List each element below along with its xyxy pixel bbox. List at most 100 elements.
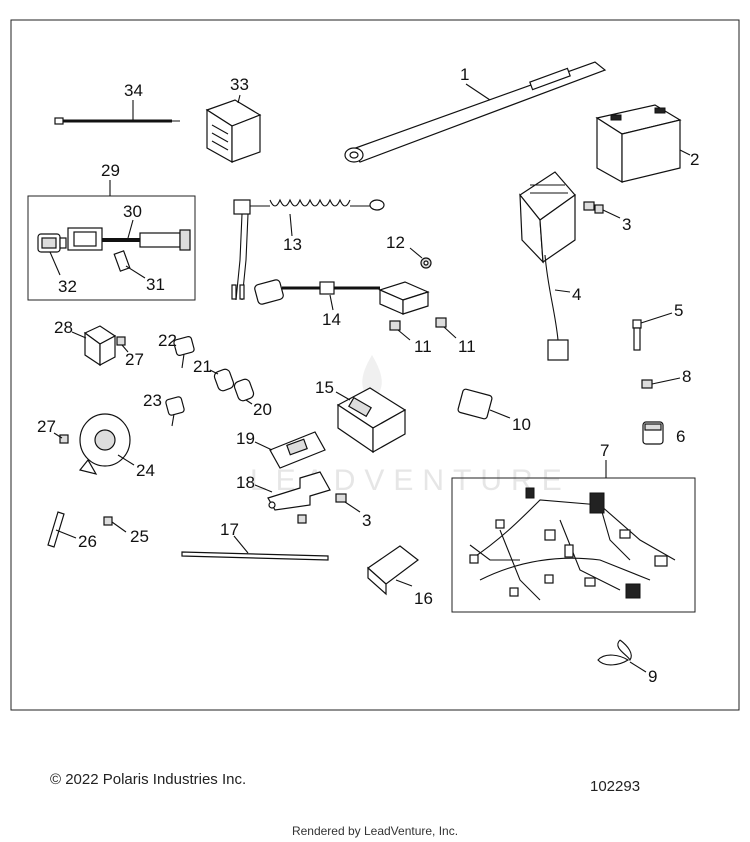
leader-18: [254, 484, 273, 493]
leader-13: [289, 213, 293, 237]
leader-31: [125, 265, 146, 279]
leader-19: [254, 441, 273, 451]
leader-15: [335, 391, 351, 401]
part-6-cap: [642, 421, 664, 445]
callout-5: 5: [674, 301, 683, 320]
leader-1: [465, 83, 491, 101]
callout-2: 2: [690, 150, 699, 169]
leader-20: [245, 399, 253, 405]
part-18-screw: [297, 514, 307, 524]
leader-32: [49, 251, 61, 276]
leader-5: [640, 312, 673, 324]
part-11-nut-a: [389, 320, 401, 331]
leader-2: [679, 149, 691, 156]
part-3-screw-a: [583, 201, 604, 214]
callout-17: 17: [220, 520, 239, 539]
part-4-regulator: [519, 171, 576, 361]
part-26-strip: [47, 511, 65, 548]
part-8-nut: [641, 379, 653, 389]
callout-33: 33: [230, 75, 249, 94]
group-29-box: [27, 195, 196, 301]
part-34-cable-tie: [54, 117, 180, 125]
callout-27b: 27: [37, 417, 56, 436]
callout-6: 6: [676, 427, 685, 446]
part-10-module: [457, 388, 493, 420]
callout-19: 19: [236, 429, 255, 448]
callout-21: 21: [193, 357, 212, 376]
part-3-screw-b: [335, 493, 347, 503]
group-7-box: [451, 477, 696, 613]
callout-1: 1: [460, 65, 469, 84]
leader-10: [489, 409, 511, 419]
leader-21: [209, 369, 219, 375]
document-number: 102293: [590, 778, 641, 795]
part-18-bracket: [267, 471, 331, 511]
part-25-screw: [103, 516, 113, 526]
leader-26: [55, 529, 77, 539]
callout-3b: 3: [362, 511, 371, 530]
leader-11a: [397, 329, 411, 341]
part-9-clip: [597, 639, 632, 666]
part-19-switch: [269, 431, 326, 469]
callout-32: 32: [58, 277, 77, 296]
callout-24: 24: [136, 461, 155, 480]
callout-25: 25: [130, 527, 149, 546]
callout-22: 22: [158, 331, 177, 350]
callout-23: 23: [143, 391, 162, 410]
part-7-wiring-harness: [469, 487, 676, 601]
callout-4: 4: [572, 285, 581, 304]
callout-29: 29: [101, 161, 120, 180]
part-13-tether: [231, 198, 385, 301]
leader-14: [329, 294, 334, 311]
part-16-boot: [367, 545, 419, 596]
part-24-horn: [78, 413, 131, 475]
callout-31: 31: [146, 275, 165, 294]
rendered-by-text: Rendered by LeadVenture, Inc.: [291, 824, 459, 838]
callout-20: 20: [253, 400, 272, 419]
leader-27a: [121, 344, 129, 353]
callout-13: 13: [283, 235, 302, 254]
callout-18: 18: [236, 473, 255, 492]
part-22-socket: [173, 336, 195, 369]
part-11-nut-b: [435, 317, 447, 328]
callout-14: 14: [322, 310, 341, 329]
leader-17: [233, 535, 249, 554]
leader-25: [111, 521, 127, 533]
leader-27b: [53, 432, 63, 439]
part-5-sensor: [632, 319, 642, 351]
callout-7: 7: [600, 441, 609, 460]
callout-27a: 27: [125, 350, 144, 369]
part-1-strap: [344, 61, 607, 163]
part-28-relay: [83, 325, 117, 367]
callout-11b: 11: [458, 337, 476, 356]
callout-15: 15: [315, 378, 334, 397]
part-27-screw-a: [116, 336, 126, 346]
callout-30: 30: [123, 202, 142, 221]
callout-11a: 11: [414, 337, 432, 356]
part-17-rod: [181, 551, 329, 561]
part-23-socket: [165, 396, 185, 427]
leader-24: [117, 454, 135, 466]
copyright-text: © 2022 Polaris Industries Inc.: [50, 771, 247, 788]
callout-34: 34: [124, 81, 143, 100]
callout-12: 12: [386, 233, 405, 252]
part-31-terminal: [113, 250, 131, 272]
callout-3a: 3: [622, 215, 631, 234]
leader-3a: [602, 209, 621, 219]
leader-30: [127, 219, 134, 239]
callout-16: 16: [414, 589, 433, 608]
leader-16: [395, 579, 413, 587]
callout-9: 9: [648, 667, 657, 686]
part-30-harness: [67, 227, 191, 251]
part-15-ecu: [336, 387, 407, 454]
leader-12: [409, 247, 423, 259]
part-32-connector: [37, 233, 67, 253]
leader-28: [71, 331, 87, 339]
leader-3b: [344, 501, 361, 513]
part-33-relay-box: [205, 99, 262, 164]
part-21-bulb: [213, 368, 235, 392]
leader-9: [629, 661, 647, 673]
part-2-battery: [595, 104, 682, 184]
part-12-grommet: [420, 257, 432, 269]
